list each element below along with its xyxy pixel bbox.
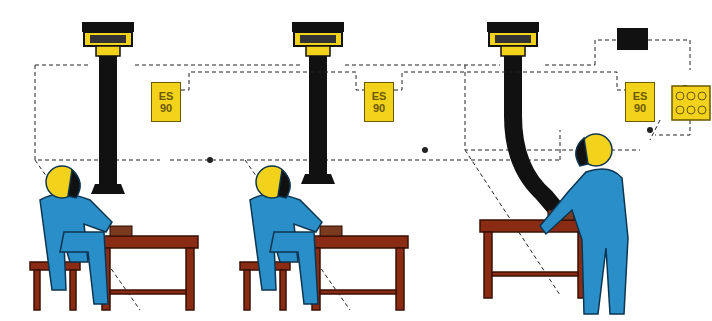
control-unit-box: ES 90: [625, 82, 655, 122]
panel-button: [676, 106, 684, 114]
welder: [40, 134, 628, 314]
control-cable: [181, 72, 364, 90]
workpiece: [110, 210, 574, 236]
work-table: [98, 220, 590, 310]
wire-junctions: [207, 85, 688, 163]
control-box: [617, 28, 648, 50]
extraction-arm: [91, 56, 562, 213]
panel-button: [676, 92, 684, 100]
panel-button: [687, 106, 695, 114]
control-panel: [672, 86, 710, 120]
unit-label: ES 90: [630, 90, 650, 114]
panel-button: [698, 106, 706, 114]
stool: [30, 262, 290, 310]
control-unit-box: ES 90: [364, 82, 394, 122]
panel-button: [698, 92, 706, 100]
unit-label: ES 90: [369, 90, 389, 114]
unit-label: ES 90: [156, 90, 176, 114]
panel-button: [687, 92, 695, 100]
control-cable: [394, 72, 625, 90]
control-unit-box: ES 90: [151, 82, 181, 122]
